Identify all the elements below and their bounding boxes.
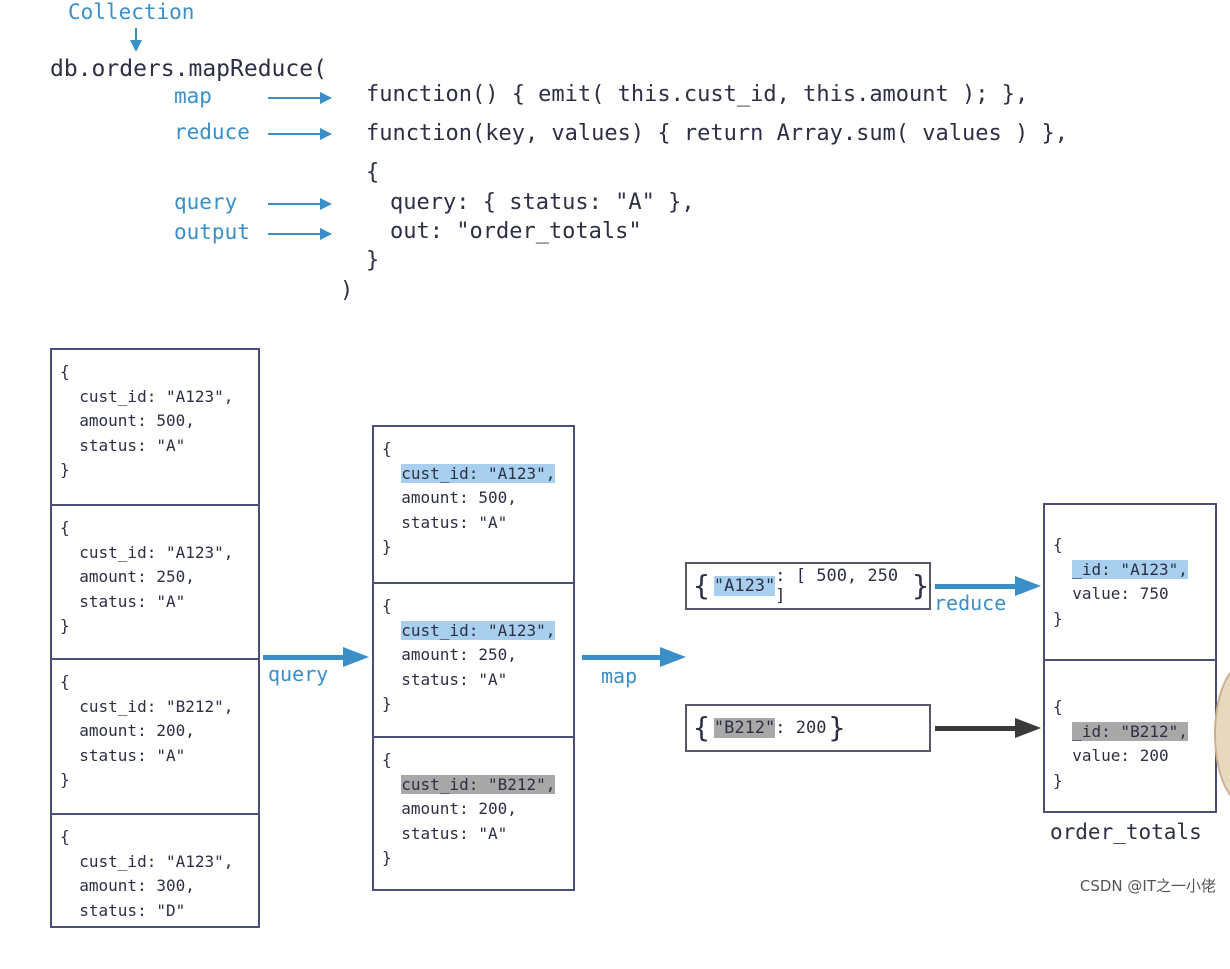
filtered-cust-id: cust_id: "A123",	[401, 620, 556, 640]
options-open-brace: {	[366, 160, 380, 185]
order-amount: amount: 250,	[79, 567, 195, 586]
order-cust-id: cust_id: "A123",	[79, 542, 234, 562]
order-cust-id: cust_id: "A123",	[79, 851, 234, 871]
order-document: { cust_id: "A123", amount: 500, status: …	[52, 350, 258, 506]
filtered-cust-id: cust_id: "B212",	[401, 774, 556, 794]
query-flow-label: query	[268, 662, 329, 686]
filtered-document: { cust_id: "A123", amount: 250, status: …	[374, 582, 573, 738]
result-value: value: 200	[1072, 746, 1169, 765]
map-param-arrow	[268, 92, 332, 104]
order-amount: amount: 500,	[79, 411, 195, 430]
mapped-key: "B212"	[713, 718, 776, 738]
filtered-status: status: "A"	[401, 823, 508, 843]
order-amount: amount: 300,	[79, 876, 195, 895]
doc-close-brace: }	[382, 694, 392, 713]
doc-close-brace: }	[382, 537, 392, 556]
filtered-status: status: "A"	[401, 669, 508, 689]
mapreduce-call-close: )	[340, 278, 354, 303]
filtered-amount: amount: 200,	[401, 799, 517, 818]
doc-close-brace: }	[60, 770, 70, 789]
map-flow-label: map	[601, 664, 638, 688]
order-status: status: "A"	[79, 435, 186, 455]
doc-open-brace: {	[1053, 697, 1063, 716]
order-document: { cust_id: "A123", amount: 300, status: …	[52, 813, 258, 969]
order-cust-id: cust_id: "B212",	[79, 696, 234, 716]
passthrough-arrow	[935, 718, 1041, 738]
doc-open-brace: {	[60, 827, 70, 846]
out-option-code: out: "order_totals"	[390, 219, 642, 244]
order-document: { cust_id: "A123", amount: 250, status: …	[52, 504, 258, 660]
order-status: status: "A"	[79, 591, 186, 611]
mapreduce-call-open: db.orders.mapReduce(	[50, 56, 327, 82]
order-totals-collection: { _id: "A123", value: 750 } { _id: "B212…	[1043, 503, 1217, 813]
reduce-flow-arrow	[935, 576, 1041, 596]
doc-close-brace: }	[60, 616, 70, 635]
output-collection-name: order_totals	[1050, 820, 1202, 844]
mapped-pair: { "A123" : [ 500, 250 ] }	[685, 562, 931, 610]
collection-arrow	[130, 28, 142, 52]
mapped-pair: { "B212" : 200 }	[685, 704, 931, 752]
result-id: _id: "A123",	[1072, 559, 1188, 579]
result-id: _id: "B212",	[1072, 721, 1188, 741]
map-flow-arrow	[582, 647, 686, 667]
close-brace: }	[828, 711, 846, 744]
doc-open-brace: {	[1053, 535, 1063, 554]
collection-label: Collection	[68, 0, 195, 24]
doc-open-brace: {	[382, 750, 392, 769]
result-value: value: 750	[1072, 584, 1169, 603]
query-flow-arrow	[263, 647, 369, 667]
mapped-values: : 200	[775, 718, 827, 738]
doc-open-brace: {	[60, 672, 70, 691]
orders-collection: { cust_id: "A123", amount: 500, status: …	[50, 348, 260, 928]
filtered-amount: amount: 250,	[401, 645, 517, 664]
doc-open-brace: {	[382, 596, 392, 615]
open-brace: {	[693, 711, 710, 744]
filtered-document: { cust_id: "B212", amount: 200, status: …	[374, 736, 573, 891]
reduce-param-arrow	[268, 128, 332, 140]
reduce-function-code: function(key, values) { return Array.sum…	[366, 121, 1068, 146]
param-label-reduce: reduce	[174, 120, 250, 144]
doc-close-brace: }	[1053, 608, 1063, 628]
query-option-code: query: { status: "A" },	[390, 190, 695, 215]
order-status: status: "D"	[79, 900, 186, 920]
doc-close-brace: }	[60, 460, 70, 479]
doc-open-brace: {	[60, 362, 70, 381]
doc-close-brace: }	[382, 848, 392, 867]
param-label-query: query	[174, 190, 238, 214]
options-close-brace: }	[366, 248, 380, 273]
reduce-flow-label: reduce	[934, 591, 1007, 615]
order-document: { cust_id: "B212", amount: 200, status: …	[52, 658, 258, 814]
doc-close-brace: }	[1053, 770, 1063, 790]
query-param-arrow	[268, 198, 332, 210]
filtered-documents: { cust_id: "A123", amount: 500, status: …	[372, 425, 575, 891]
order-cust-id: cust_id: "A123",	[79, 386, 234, 406]
open-brace: {	[693, 569, 710, 602]
param-label-map: map	[174, 84, 212, 108]
map-function-code: function() { emit( this.cust_id, this.am…	[366, 82, 1029, 107]
mapped-values: : [ 500, 250 ]	[775, 566, 899, 606]
doc-open-brace: {	[60, 518, 70, 537]
close-brace: }	[912, 569, 929, 602]
filtered-document: { cust_id: "A123", amount: 500, status: …	[374, 427, 573, 584]
filtered-status: status: "A"	[401, 512, 508, 532]
order-status: status: "A"	[79, 745, 186, 765]
watermark: CSDN @IT之一小佬	[1079, 877, 1216, 895]
doc-open-brace: {	[382, 439, 392, 458]
result-document: { _id: "B212", value: 200 }	[1045, 659, 1215, 815]
param-label-output: output	[174, 220, 250, 244]
mapped-key: "A123"	[713, 576, 776, 596]
filtered-cust-id: cust_id: "A123",	[401, 463, 556, 483]
result-document: { _id: "A123", value: 750 }	[1045, 505, 1215, 661]
output-param-arrow	[268, 228, 332, 240]
filtered-amount: amount: 500,	[401, 488, 517, 507]
order-amount: amount: 200,	[79, 721, 195, 740]
